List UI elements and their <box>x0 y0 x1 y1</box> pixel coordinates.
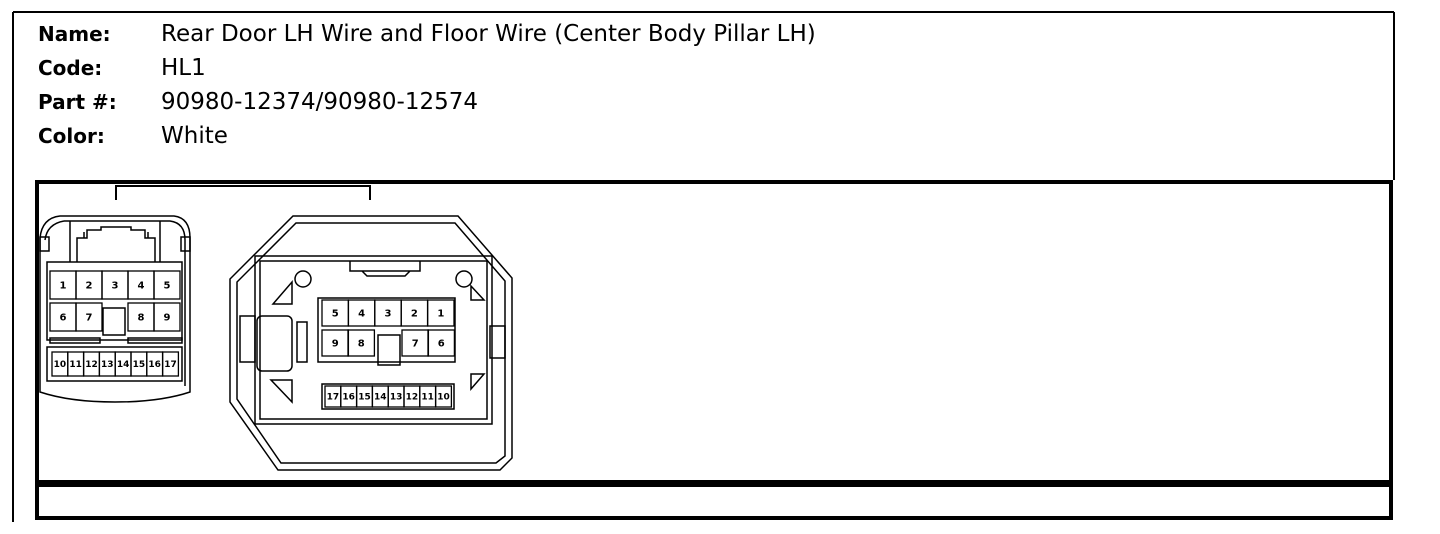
pin-number: 12 <box>85 360 98 370</box>
pin-number: 14 <box>374 393 387 403</box>
pin-cell: 8 <box>127 302 155 332</box>
pin-number: 1 <box>60 281 67 292</box>
pin-cell: 17 <box>161 351 180 377</box>
name-label: Name: <box>38 22 111 46</box>
pin-number: 13 <box>390 393 403 403</box>
left-connector-middle-row: 6 7 8 9 <box>49 302 181 332</box>
pin-cell-box <box>153 302 181 332</box>
pin-cell: 6 <box>427 329 456 357</box>
pin-cell: 3 <box>374 299 402 327</box>
pin-number: 6 <box>438 339 445 350</box>
pin-number: 9 <box>164 313 171 324</box>
pin-number: 10 <box>437 393 450 403</box>
color-label: Color: <box>38 124 105 148</box>
pin-cell: 4 <box>347 299 376 327</box>
pin-cell: 15 <box>130 351 148 377</box>
right-connector-body <box>229 215 513 471</box>
color-value: White <box>161 123 228 149</box>
part-value: 90980-12374/90980-12574 <box>161 89 479 115</box>
pin-number: 11 <box>69 360 82 370</box>
pin-number: 5 <box>164 281 171 292</box>
pin-cell: 1 <box>49 270 77 300</box>
pin-cell: 9 <box>153 302 181 332</box>
pin-cell: 5 <box>321 299 350 327</box>
pin-number: 3 <box>112 281 119 292</box>
pin-cell: 15 <box>355 385 374 408</box>
pin-cell: 1 <box>426 299 455 327</box>
pin-number: 6 <box>60 313 67 324</box>
name-value: Rear Door LH Wire and Floor Wire (Center… <box>161 21 816 47</box>
pin-cell: 9 <box>321 329 350 357</box>
pin-cell: 16 <box>146 351 164 377</box>
part-label: Part #: <box>38 90 117 114</box>
pin-cell: 16 <box>340 385 358 408</box>
pin-number: 7 <box>412 339 419 350</box>
pin-cell-box <box>426 299 455 327</box>
pin-number: 4 <box>358 309 365 320</box>
pin-cell: 5 <box>153 270 181 300</box>
pin-cell: 10 <box>51 351 69 377</box>
pin-number: 4 <box>138 281 145 292</box>
right-connector-middle-row: 9 8 7 6 <box>321 329 456 357</box>
pin-number: 11 <box>421 393 434 403</box>
bottom-panel <box>35 483 1393 520</box>
pin-cell: 11 <box>419 385 437 408</box>
pin-number: 8 <box>358 339 365 350</box>
pin-number: 5 <box>332 309 339 320</box>
pin-number: 2 <box>86 281 93 292</box>
pin-cell: 12 <box>403 385 421 408</box>
code-label: Code: <box>38 56 103 80</box>
pin-cell-box <box>161 351 180 377</box>
right-connector-center-key <box>377 334 401 366</box>
pin-cell: 3 <box>101 270 129 300</box>
pin-cell-box <box>153 270 181 300</box>
pin-cell: 7 <box>75 302 103 332</box>
pin-cell: 10 <box>434 385 453 408</box>
pin-cell: 6 <box>49 302 77 332</box>
pin-number: 15 <box>133 360 146 370</box>
pin-number: 1 <box>437 309 444 320</box>
pin-number: 9 <box>332 339 339 350</box>
bracket-line <box>115 185 371 200</box>
pin-cell: 8 <box>347 329 376 357</box>
right-connector-top-row: 5 4 3 2 1 <box>321 299 455 327</box>
pin-number: 17 <box>164 360 177 370</box>
pin-cell-box <box>75 302 103 332</box>
pin-cell: 13 <box>98 351 116 377</box>
pin-cell: 17 <box>324 385 342 408</box>
diagram-panel <box>35 180 1393 484</box>
pin-number: 14 <box>117 360 130 370</box>
pin-number: 13 <box>101 360 114 370</box>
pin-number: 16 <box>148 360 161 370</box>
left-connector-top-row: 1 2 3 4 5 <box>49 270 181 300</box>
pin-cell: 11 <box>67 351 85 377</box>
pin-cell-box <box>347 329 376 357</box>
pin-cell: 14 <box>114 351 132 377</box>
pin-cell: 12 <box>82 351 101 377</box>
pin-cell: 4 <box>127 270 155 300</box>
pin-number: 3 <box>385 309 392 320</box>
pin-number: 17 <box>327 393 340 403</box>
pin-cell: 13 <box>387 385 405 408</box>
pin-number: 7 <box>86 313 93 324</box>
pin-cell-box <box>434 385 453 408</box>
pin-number: 8 <box>138 313 145 324</box>
pin-number: 15 <box>358 393 371 403</box>
pin-number: 2 <box>411 309 418 320</box>
pin-number: 10 <box>54 360 67 370</box>
pin-cell: 7 <box>401 329 430 357</box>
pin-number: 12 <box>406 393 419 403</box>
pin-cell-box <box>427 329 456 357</box>
left-connector-body <box>39 215 191 403</box>
pin-cell: 2 <box>400 299 429 327</box>
pin-number: 16 <box>342 393 355 403</box>
left-connector-center-key <box>102 307 126 336</box>
pin-cell: 2 <box>75 270 103 300</box>
pin-cell: 14 <box>371 385 389 408</box>
code-value: HL1 <box>161 55 206 81</box>
